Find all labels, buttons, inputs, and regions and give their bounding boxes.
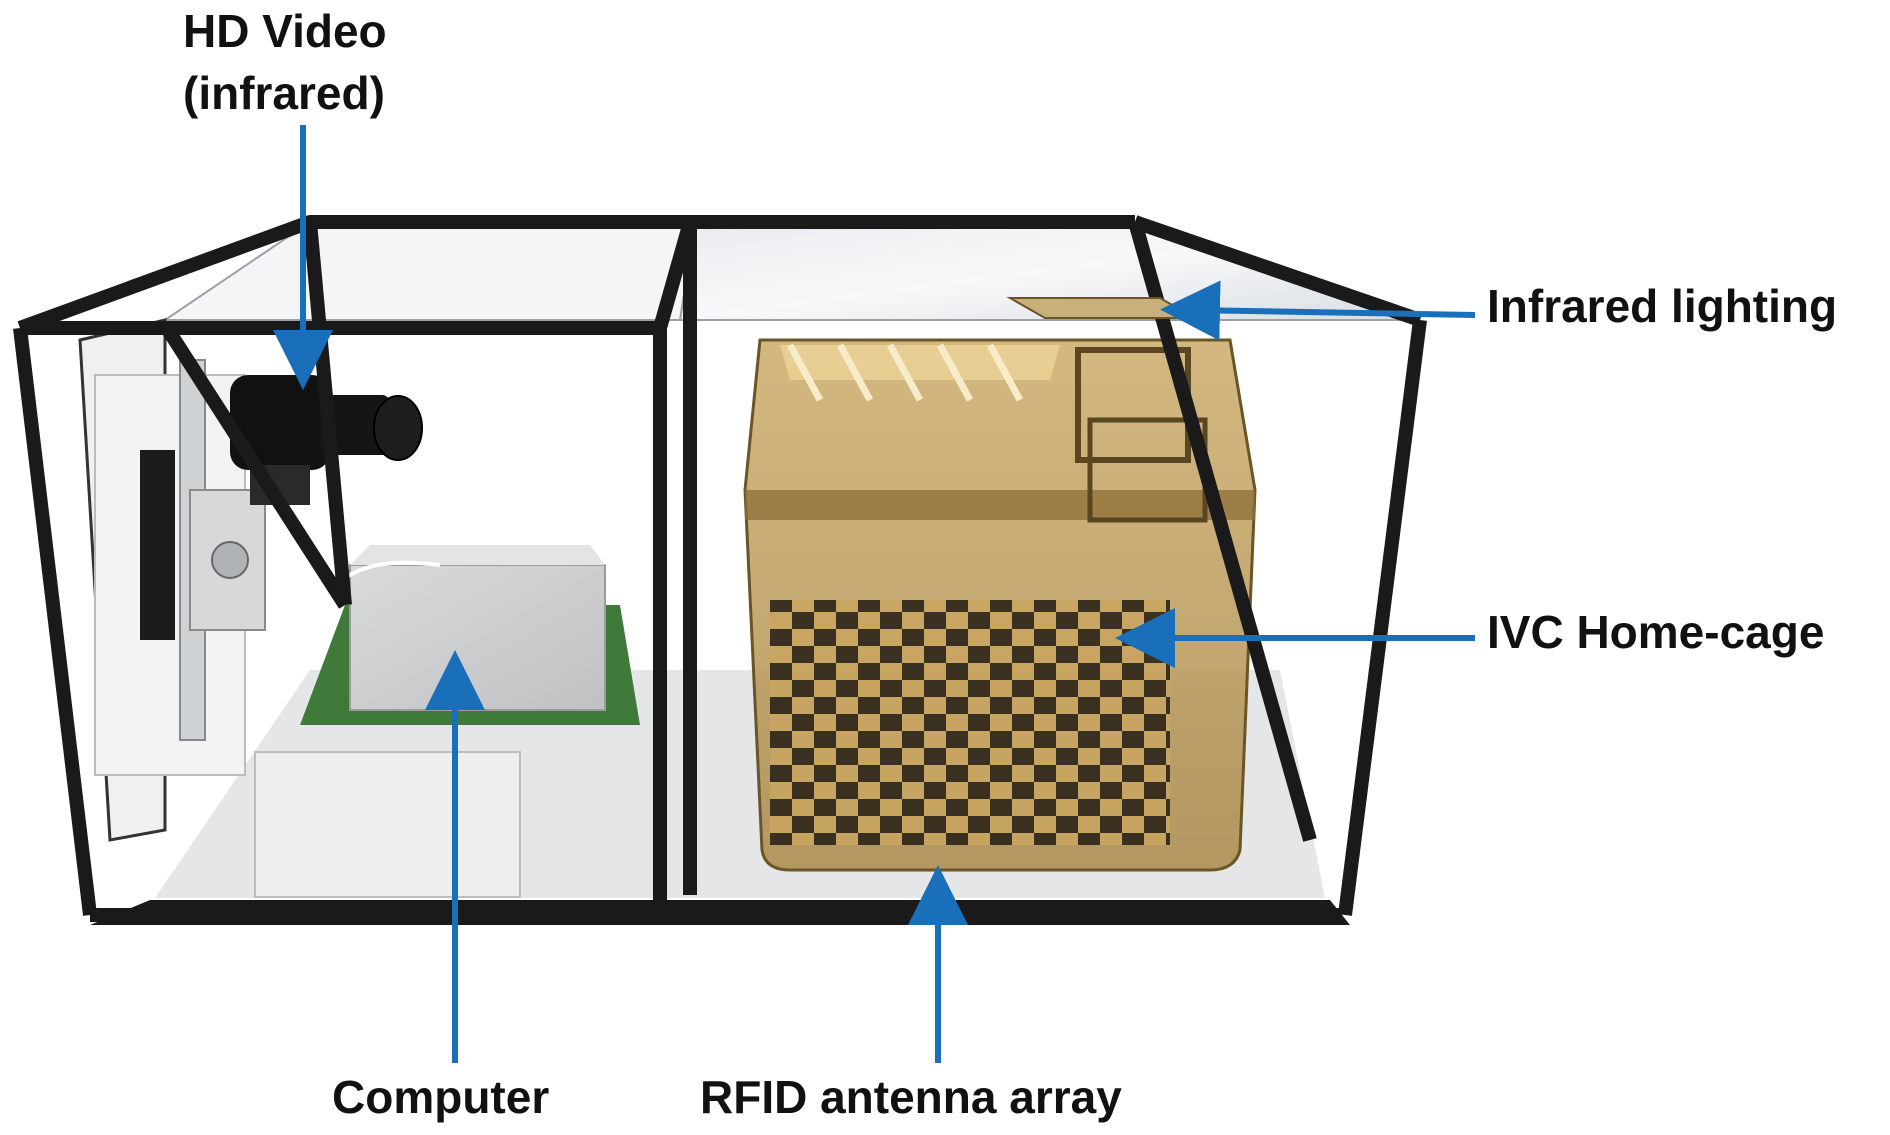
hd-video-subtitle: (infrared) — [183, 67, 385, 119]
glass-top-panel — [161, 221, 1421, 321]
callout-arrows — [273, 125, 1476, 1063]
computer-label: Computer — [332, 1071, 550, 1123]
infrared-lighting-arrow — [1160, 280, 1476, 341]
hd-video-title: HD Video — [183, 5, 387, 57]
cage-lid-bars — [786, 343, 1024, 402]
infrared-light-strip — [1006, 297, 1199, 319]
rfid-antenna-array-label: RFID antenna array — [700, 1071, 1122, 1123]
ivc-home-cage-label: IVC Home-cage — [1487, 606, 1825, 658]
camera-mount-panel — [78, 318, 266, 842]
infrared-lighting-label: Infrared lighting — [1487, 280, 1838, 332]
ivc-home-cage — [743, 338, 1257, 872]
hd-video-label: HD Video (infrared) — [183, 0, 387, 124]
